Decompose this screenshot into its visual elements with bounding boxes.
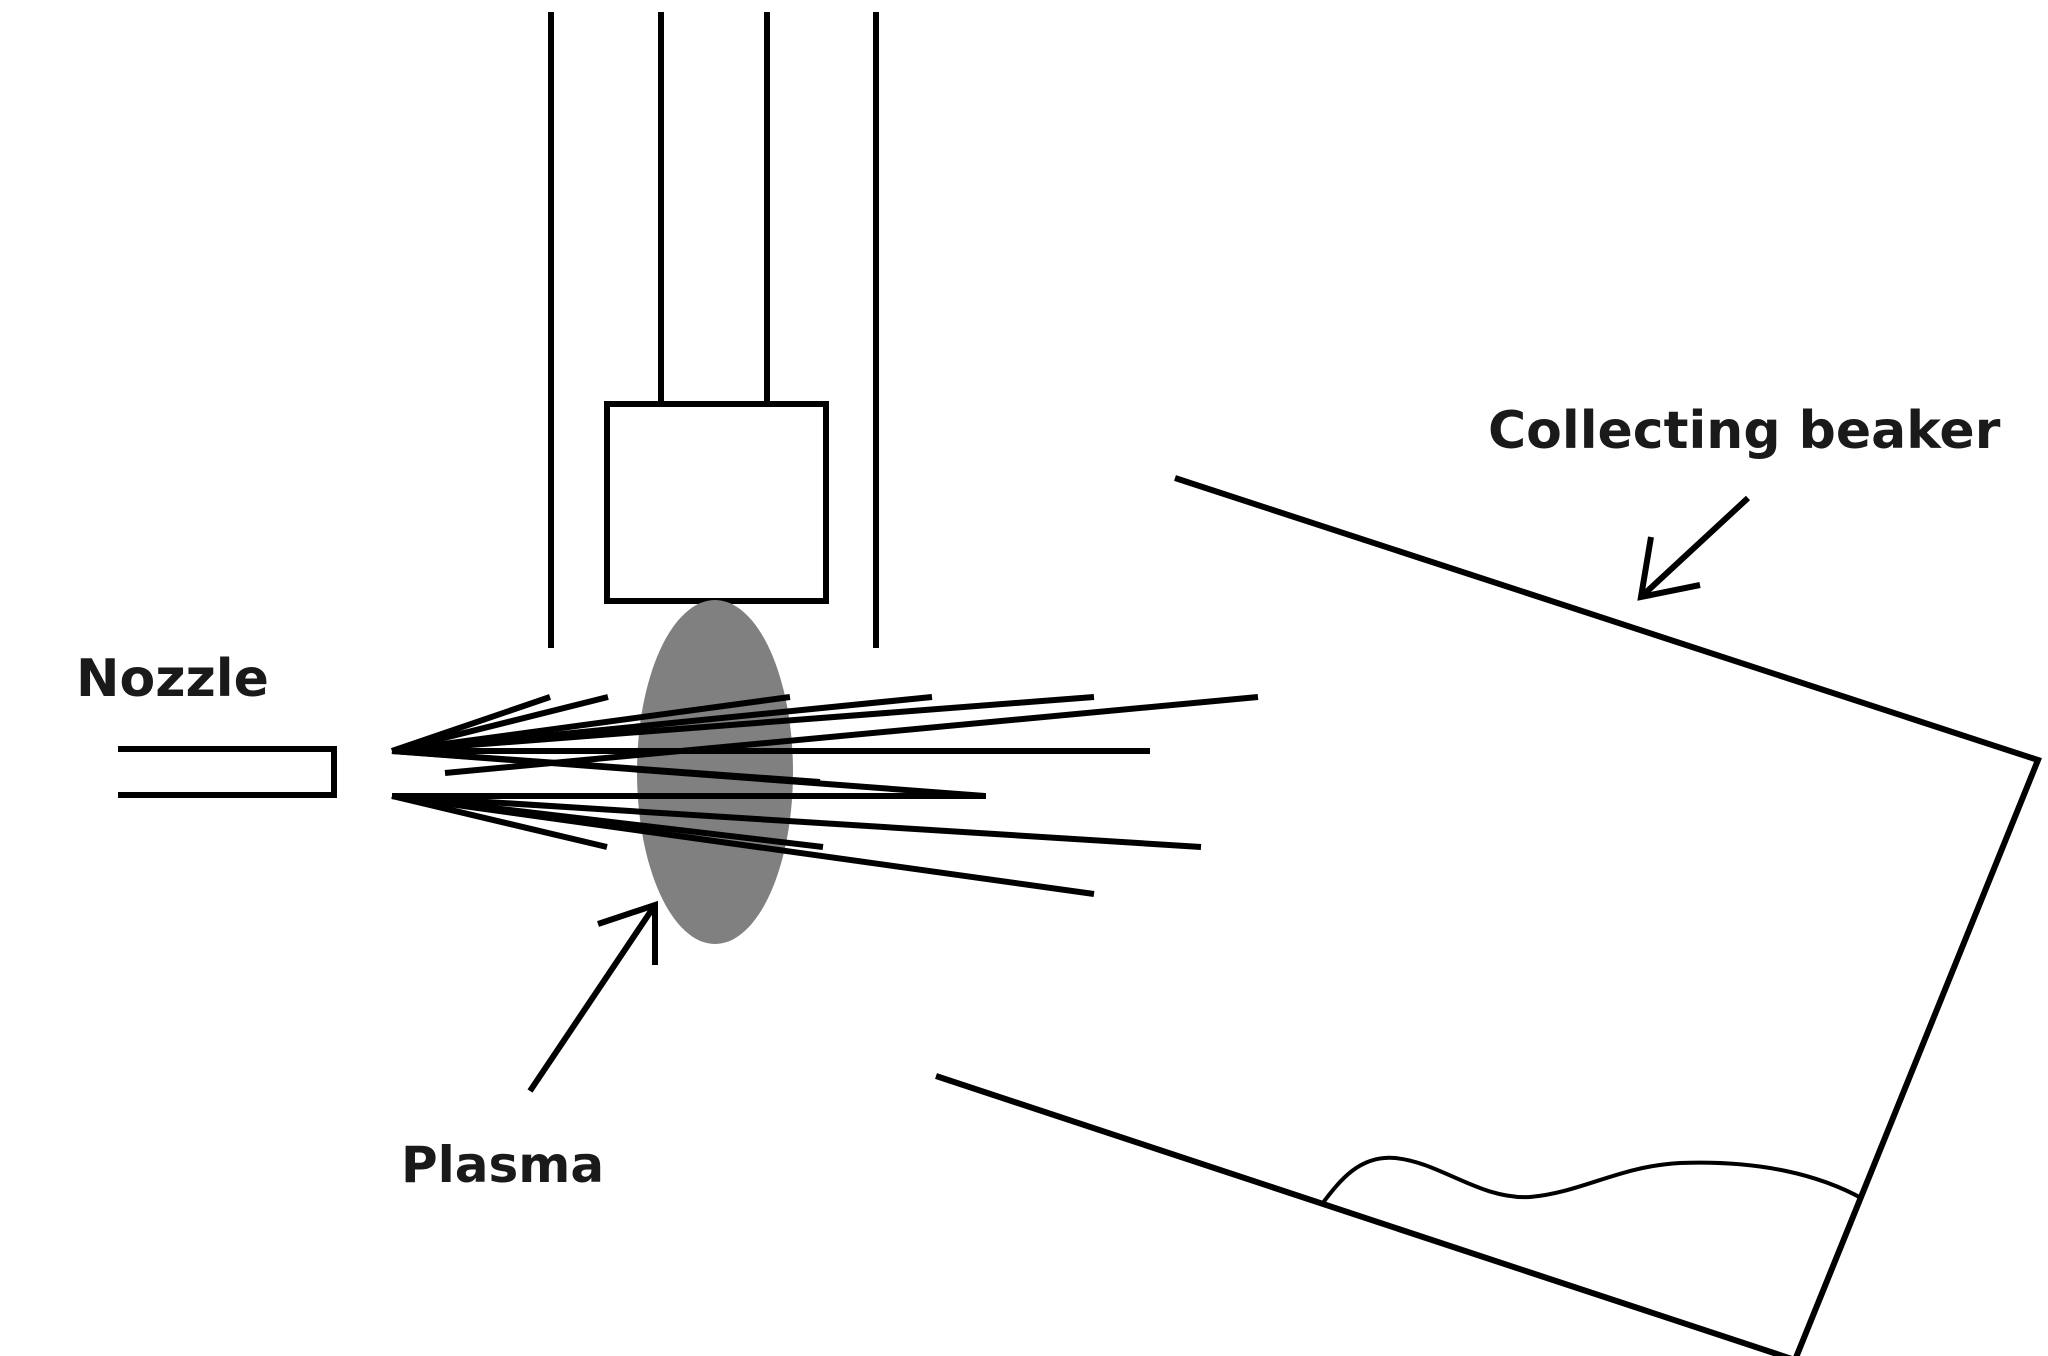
electrode-assembly — [548, 12, 879, 648]
beaker-arrow-shaft — [1638, 495, 1751, 600]
beaker-arrow-head — [1637, 536, 1701, 601]
spray-lines — [391, 694, 1259, 897]
nozzle-label: Nozzle — [76, 649, 269, 709]
electrode-block — [604, 401, 829, 604]
spray-line — [391, 793, 1202, 850]
spray-line — [391, 694, 609, 754]
nozzle-outline — [118, 746, 337, 798]
plasma-arrow-shaft — [527, 903, 658, 1093]
nozzle — [118, 746, 337, 798]
liquid-surface — [1320, 1155, 1864, 1206]
plasma-label: Plasma — [401, 1136, 604, 1194]
plasma-arrow-head — [597, 900, 658, 965]
spray-line — [391, 793, 608, 850]
spray-line — [391, 748, 986, 799]
pointer-arrows — [527, 495, 1751, 1093]
spray-line — [391, 694, 1095, 754]
beaker-outline — [935, 475, 2042, 1356]
spray-line — [391, 793, 1095, 897]
collecting-beaker — [935, 475, 2042, 1356]
spray-line — [444, 694, 1259, 776]
collecting-beaker-label: Collecting beaker — [1488, 401, 2001, 461]
